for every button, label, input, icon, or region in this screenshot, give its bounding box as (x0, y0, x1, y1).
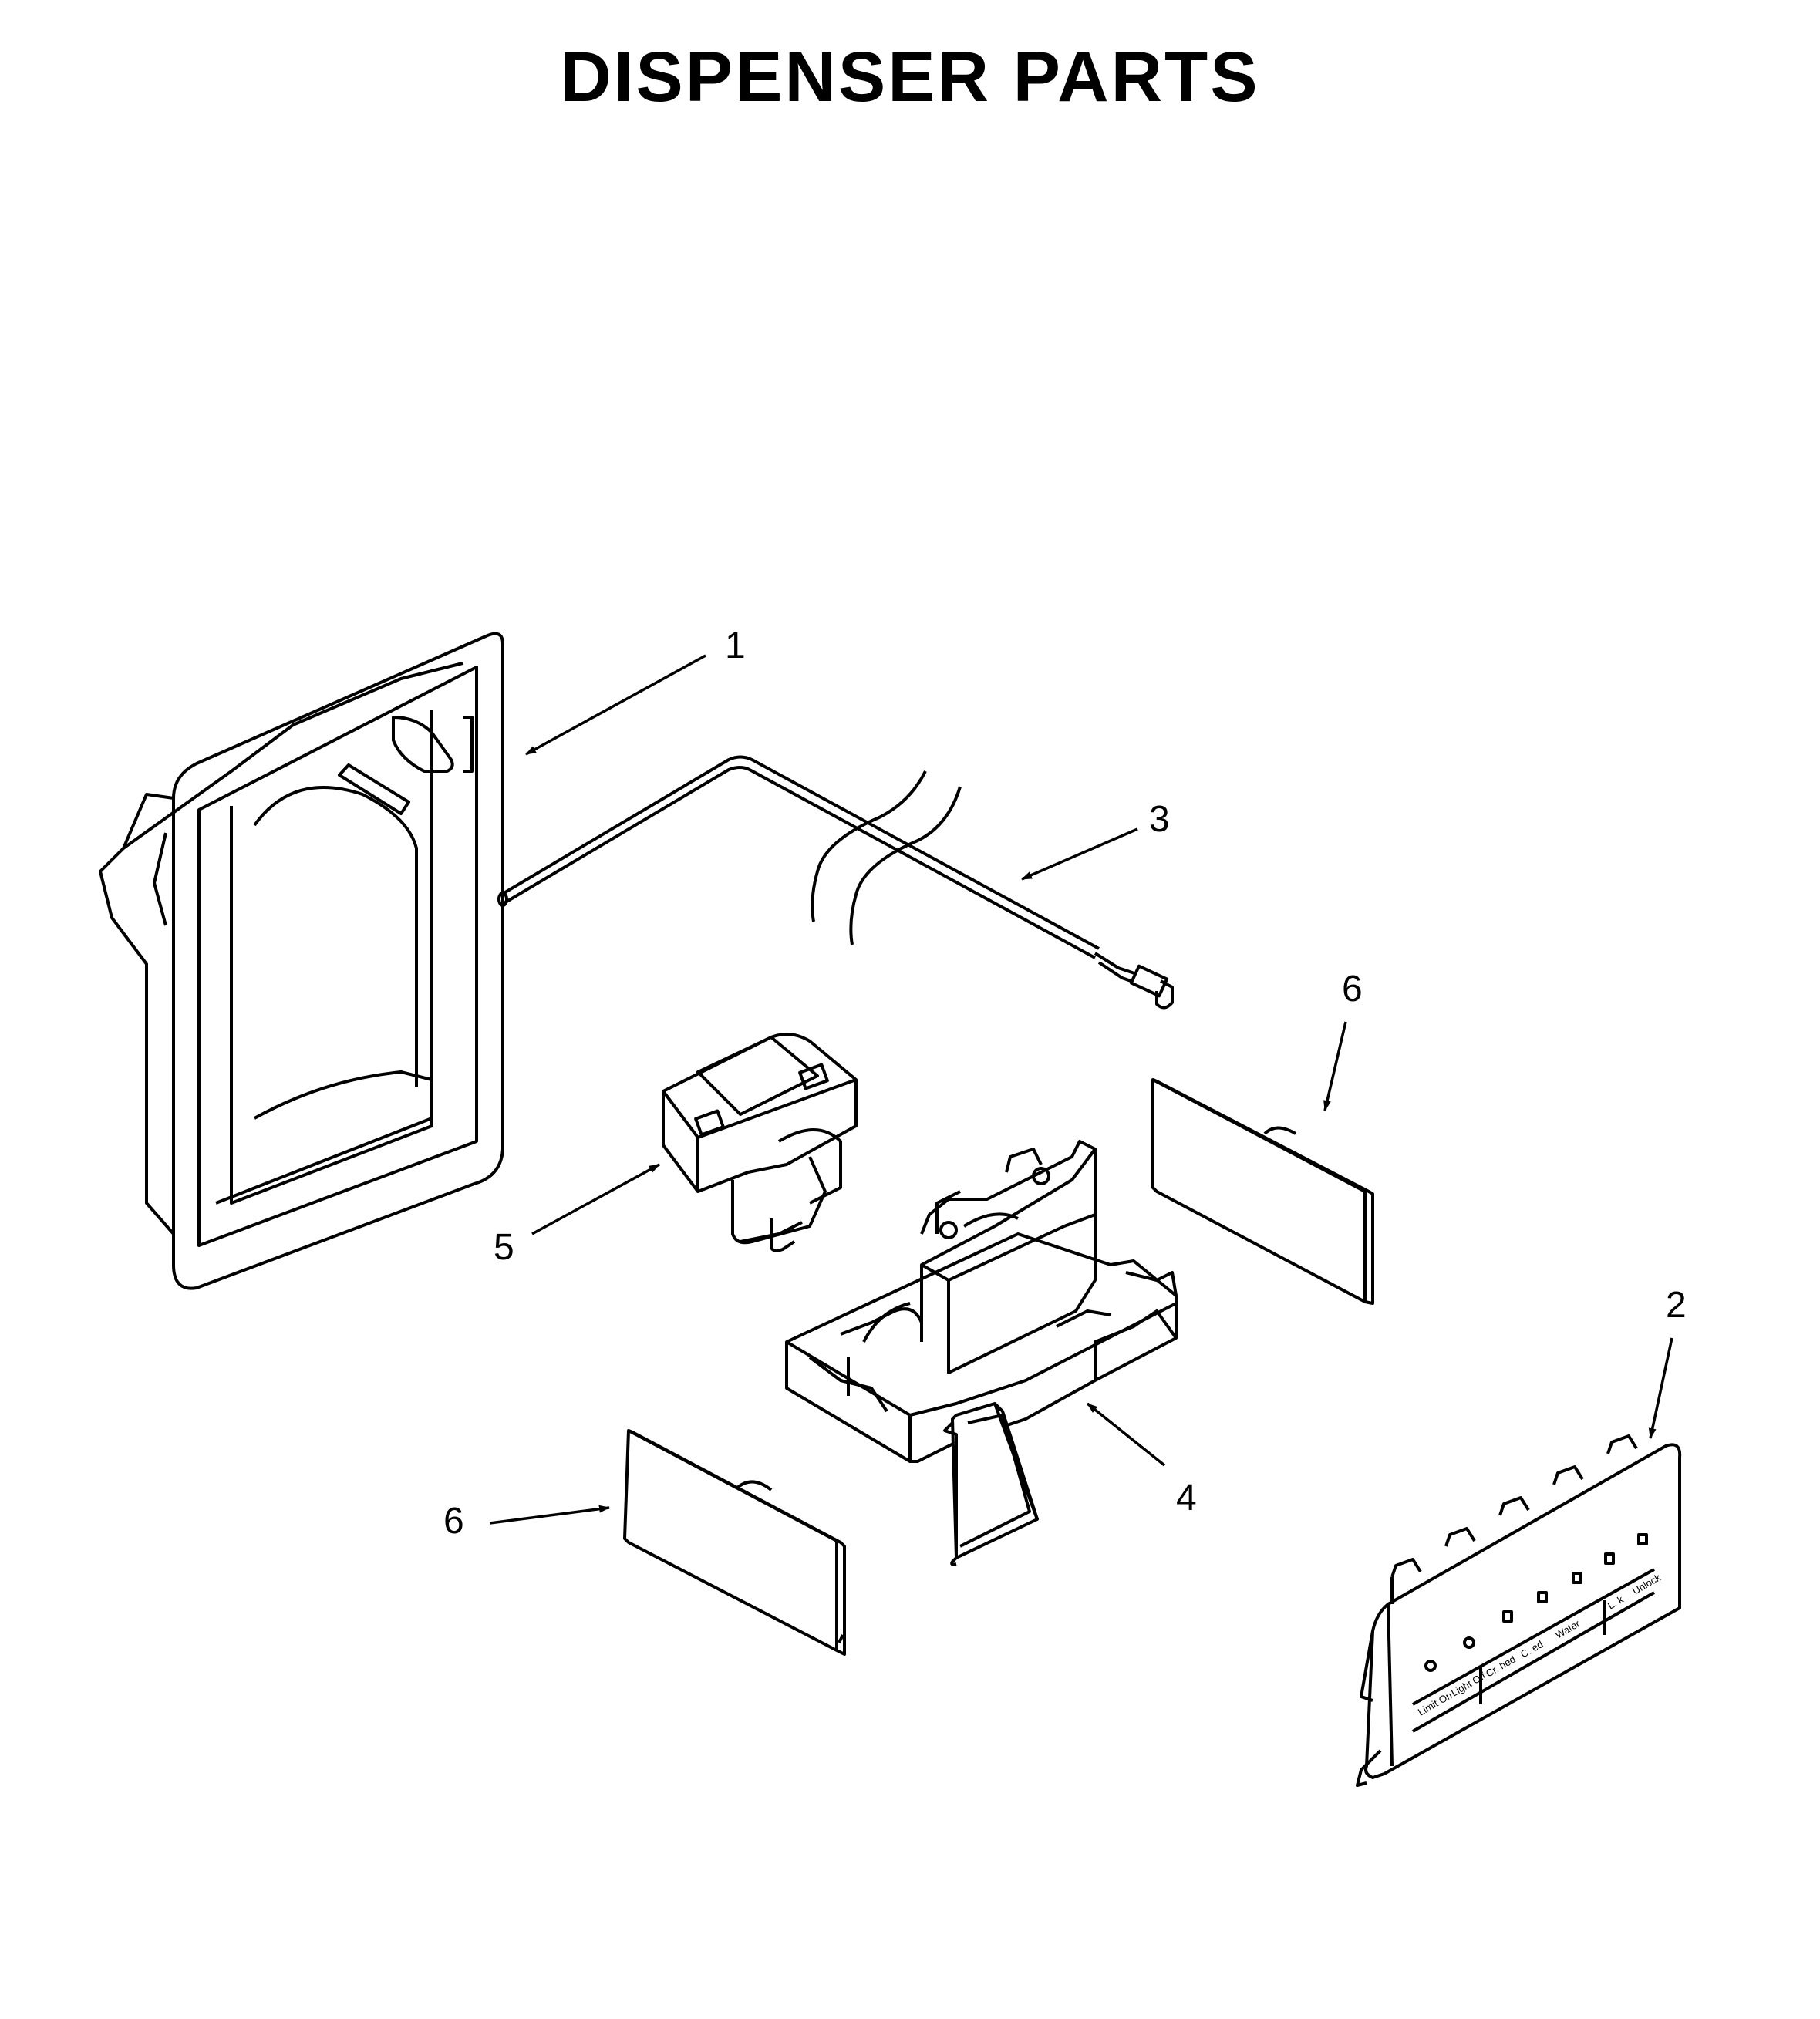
leader-arrow-4 (1086, 1402, 1166, 1467)
callout-6-left: 6 (443, 1501, 464, 1542)
callout-3: 3 (1149, 799, 1170, 840)
water-tube-part (497, 755, 1174, 1010)
leader-arrows (489, 654, 1673, 1525)
leader-arrow-6-right (1323, 1021, 1347, 1111)
callout-4: 4 (1176, 1478, 1197, 1518)
leader-arrow-2 (1648, 1337, 1673, 1439)
callout-1: 1 (725, 625, 746, 666)
leader-arrow-1 (525, 654, 706, 756)
chute-door-part (662, 1033, 858, 1252)
actuator-assembly-part (785, 1140, 1178, 1566)
leader-arrow-3 (1021, 827, 1138, 881)
callout-6-right: 6 (1342, 969, 1363, 1010)
control-panel-part: Limit On Light Off Cr. hed C. ed Water L… (1356, 1434, 1682, 1787)
leader-arrow-5 (531, 1163, 660, 1235)
leader-arrow-6-left (489, 1505, 610, 1525)
page-title: DISPENSER PARTS (560, 38, 1260, 116)
callout-5: 5 (494, 1227, 514, 1268)
callout-2: 2 (1666, 1285, 1687, 1326)
housing-part (99, 632, 504, 1290)
cover-left-part (623, 1429, 846, 1656)
cover-right-part (1151, 1078, 1374, 1305)
